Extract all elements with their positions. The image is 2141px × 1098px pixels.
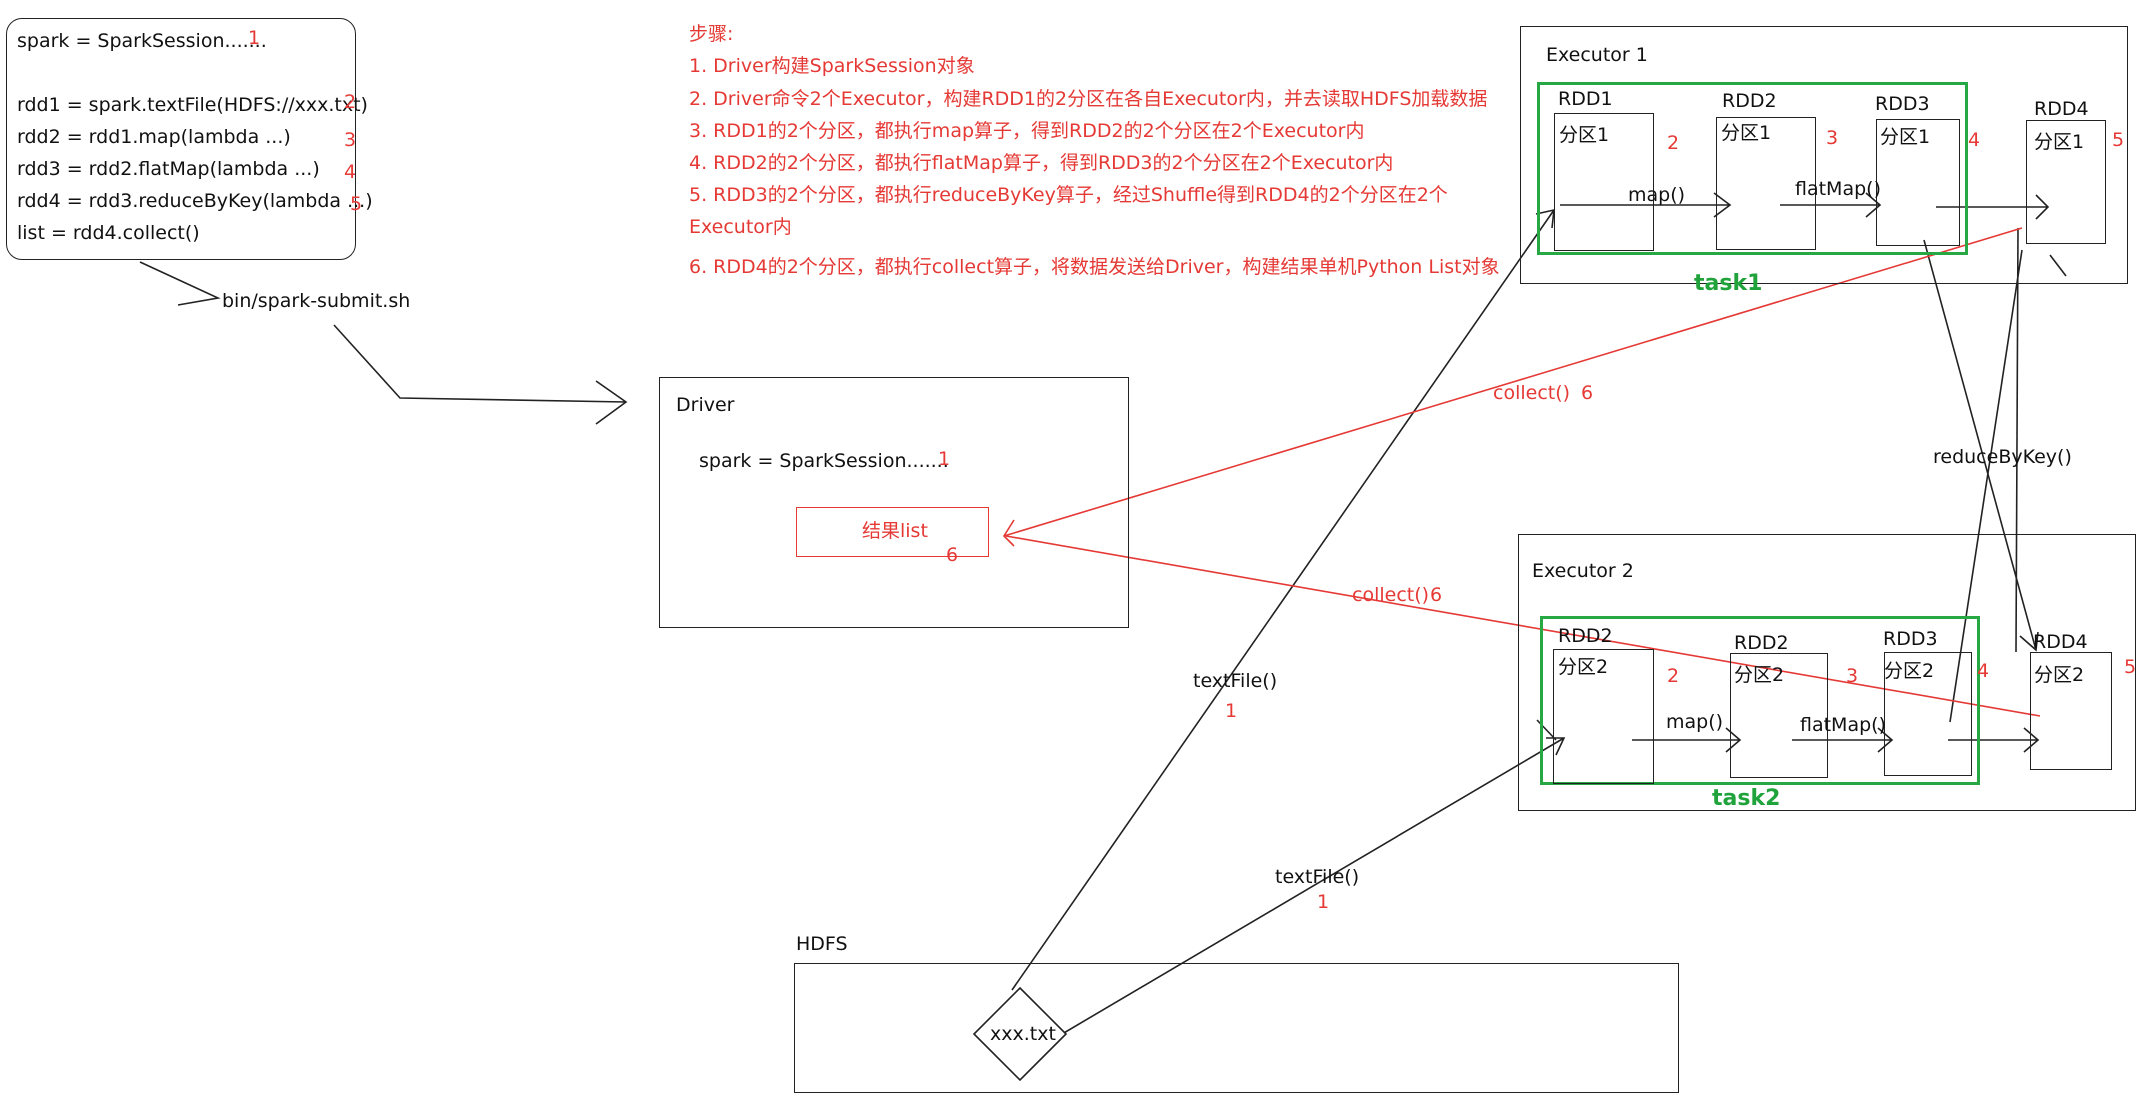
collect-label-2: collect() [1352,584,1430,606]
code-line-6: list = rdd4.collect() [17,222,200,244]
steps-title: 步骤: [689,23,734,45]
executor1-title: Executor 1 [1546,44,1648,66]
e1-rdd3: RDD3 [1875,93,1930,115]
step-4: 4. RDD2的2个分区，都执行flatMap算子，得到RDD3的2个分区在2个… [689,152,1394,174]
e1-num-5: 5 [2112,129,2125,151]
e1-rdd2-partition [1716,117,1816,250]
e2-p1: 分区2 [1558,656,1609,678]
e2-num-4: 4 [1977,660,1990,682]
e1-rdd1: RDD1 [1558,88,1613,110]
step-5-cont: Executor内 [689,216,792,238]
e2-rdd2: RDD2 [1734,632,1789,654]
e2-rdd1: RDD2 [1558,625,1613,647]
code-line-5-num: 5 [350,193,363,215]
task1-label: task1 [1694,271,1763,296]
result-list-label: 结果list [862,520,928,542]
e2-op-flatmap: flatMap() [1800,714,1886,736]
driver-box [659,377,1129,628]
collect-num-2: 6 [1430,584,1443,606]
e1-p1: 分区1 [1559,124,1610,146]
textfile-num-1: 1 [1225,700,1238,722]
executor1-box [1520,26,2128,284]
hdfs-file: xxx.txt [990,1023,1056,1045]
e1-rdd3-partition [1876,119,1960,246]
textfile-label-2: textFile() [1275,866,1360,888]
textfile-label-1: textFile() [1193,670,1278,692]
e2-num-5: 5 [2124,656,2137,678]
collect-label-1: collect() [1493,382,1571,404]
e2-p3: 分区2 [1884,660,1935,682]
step-3: 3. RDD1的2个分区，都执行map算子，得到RDD2的2个分区在2个Exec… [689,120,1365,142]
hdfs-title: HDFS [796,933,848,955]
e1-op-flatmap: flatMap() [1795,178,1881,200]
e2-rdd4: RDD4 [2033,631,2088,653]
task2-label: task2 [1712,786,1781,811]
code-line-1-num: 1 [248,27,261,49]
step-1: 1. Driver构建SparkSession对象 [689,55,975,77]
e2-rdd4-partition [2030,652,2112,770]
task1-frame [1537,82,1968,255]
step-6: 6. RDD4的2个分区，都执行collect算子，将数据发送给Driver，构… [689,256,1500,278]
code-line-1: spark = SparkSession....... [17,30,267,52]
e1-rdd1-partition [1554,113,1654,251]
executor2-box [1518,534,2136,811]
e1-num-4: 4 [1968,129,1981,151]
code-line-2: rdd1 = spark.textFile(HDFS://xxx.txt) [17,94,368,116]
e1-rdd4-partition [2026,120,2106,244]
e2-num-2: 2 [1667,665,1680,687]
reducebykey-label: reduceByKey() [1933,446,2072,468]
e1-num-2: 2 [1667,132,1680,154]
submit-label: bin/spark-submit.sh [222,290,411,312]
code-line-4-num: 4 [344,161,357,183]
result-list-num: 6 [946,544,959,566]
collect-num-1: 6 [1581,382,1594,404]
code-line-3-num: 3 [344,129,357,151]
code-line-3: rdd2 = rdd1.map(lambda ...) [17,126,291,148]
driver-session: spark = SparkSession....... [699,450,949,472]
e1-rdd4: RDD4 [2034,98,2089,120]
step-5: 5. RDD3的2个分区，都执行reduceByKey算子，经过Shuffle得… [689,184,1448,206]
e2-p2: 分区2 [1734,664,1785,686]
e1-p2: 分区1 [1721,122,1772,144]
e1-p3: 分区1 [1880,126,1931,148]
e1-rdd2: RDD2 [1722,90,1777,112]
e2-rdd1-partition [1553,649,1654,784]
executor2-title: Executor 2 [1532,560,1634,582]
code-line-2-num: 2 [344,91,357,113]
code-box [6,18,356,260]
e2-op-map: map() [1666,711,1724,733]
result-list-box [796,507,989,557]
e2-rdd3-partition [1884,652,1972,776]
driver-title: Driver [676,394,735,416]
e2-rdd3: RDD3 [1883,628,1938,650]
task2-frame [1540,616,1980,785]
code-line-4: rdd3 = rdd2.flatMap(lambda ...) [17,158,320,180]
e2-p4: 分区2 [2034,664,2085,686]
e1-num-3: 3 [1826,127,1839,149]
step-2: 2. Driver命令2个Executor，构建RDD1的2分区在各自Execu… [689,88,1488,110]
code-line-5: rdd4 = rdd3.reduceByKey(lambda ...) [17,190,373,212]
e1-op-map: map() [1628,184,1686,206]
textfile-num-2: 1 [1317,891,1330,913]
e1-p4: 分区1 [2034,131,2085,153]
hdfs-box [794,963,1679,1093]
e2-num-3: 3 [1846,665,1859,687]
driver-session-num: 1 [938,448,951,470]
e2-rdd2-partition [1730,653,1828,778]
